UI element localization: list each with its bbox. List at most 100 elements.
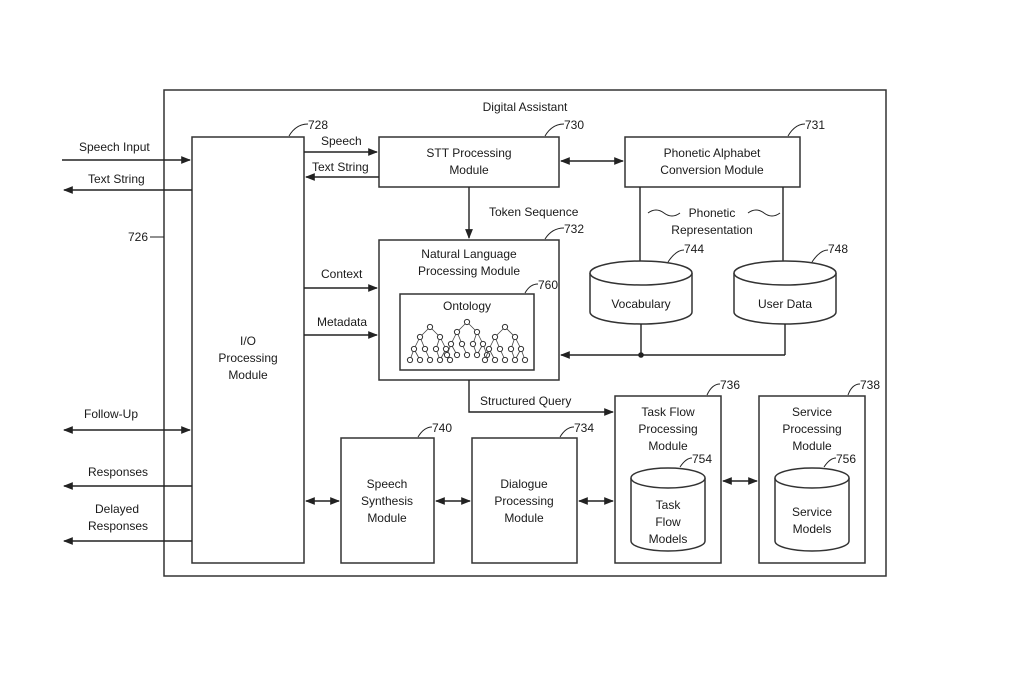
digital-assistant-frame (163, 89, 887, 577)
task-flow-models-label-3: Models (649, 532, 688, 546)
ontology-node (463, 318, 471, 326)
phonetic-module-ref: 731 (805, 118, 825, 132)
ontology-node (479, 340, 487, 348)
flow-speech-label: Speech (321, 134, 362, 148)
ontology-ref: 760 (538, 278, 558, 292)
dialogue-processing-module (471, 437, 578, 564)
service-module-label-2: Processing (782, 422, 841, 436)
flow-context-label: Context (321, 267, 363, 281)
vocabulary-ref: 744 (684, 242, 704, 256)
io-module-label-2: Processing (218, 351, 277, 365)
ontology-node (416, 333, 424, 341)
ontology-node (481, 356, 489, 364)
responses-label: Responses (88, 465, 148, 479)
stt-module-ref: 730 (564, 118, 584, 132)
ontology-node (458, 340, 466, 348)
ontology-node (442, 345, 450, 353)
service-module-ref: 738 (860, 378, 880, 392)
flow-text-string-label: Text String (312, 160, 369, 174)
ontology-node (496, 345, 504, 353)
io-module-label-1: I/O (240, 334, 256, 348)
service-models-label-1: Service (792, 505, 832, 519)
service-models-label-2: Models (793, 522, 832, 536)
task-flow-models-label-1: Task (656, 498, 682, 512)
ontology-graph (406, 318, 529, 364)
ontology-node (432, 345, 440, 353)
task-flow-models-database (630, 467, 706, 552)
stt-module-label-1: STT Processing (426, 146, 511, 160)
delayed-responses-label-1: Delayed (95, 502, 139, 516)
service-models-ref: 756 (836, 452, 856, 466)
bus-junction-dot (638, 352, 644, 358)
ontology-node (469, 340, 477, 348)
speech-synthesis-label-2: Synthesis (361, 494, 413, 508)
vocabulary-label: Vocabulary (611, 297, 670, 311)
io-processing-module (191, 136, 305, 564)
ontology-node (501, 323, 509, 331)
stt-module-ref-leader (544, 123, 565, 137)
speech-synthesis-ref-leader (417, 426, 433, 438)
diagram-title: Digital Assistant (483, 100, 568, 114)
ontology-node (443, 351, 451, 359)
service-module-ref-leader (847, 383, 861, 396)
ontology-label: Ontology (443, 299, 491, 313)
vocabulary-database (589, 260, 693, 325)
ontology-node (421, 345, 429, 353)
ontology-node (491, 356, 499, 364)
io-module-ref-leader (288, 123, 309, 137)
ontology-node (511, 356, 519, 364)
flow-token-sequence-label: Token Sequence (489, 205, 579, 219)
structured-query-arrow (468, 380, 614, 416)
phonetic-squiggle-left (647, 209, 681, 217)
user-data-label: User Data (758, 297, 812, 311)
speech-synthesis-label-3: Module (367, 511, 407, 525)
task-flow-models-ref-leader (679, 457, 693, 468)
dialogue-label-1: Dialogue (500, 477, 548, 491)
user-data-ref-leader (811, 249, 829, 263)
speech-synthesis-module (340, 437, 435, 564)
phonetic-module-label-1: Phonetic Alphabet (664, 146, 761, 160)
ontology-node (485, 345, 493, 353)
ontology-node (473, 351, 481, 359)
dialogue-ref: 734 (574, 421, 594, 435)
service-module-label-1: Service (792, 405, 832, 419)
ontology-node (453, 351, 461, 359)
io-module-ref: 728 (308, 118, 328, 132)
user-data-database (733, 260, 837, 325)
phonetic-alphabet-conversion-module (624, 136, 801, 188)
ontology-node (501, 356, 509, 364)
ontology-ref-leader (524, 283, 539, 294)
speech-input-label: Speech Input (79, 140, 150, 154)
ontology-node (436, 356, 444, 364)
task-flow-module-ref: 736 (720, 378, 740, 392)
io-module-label-3: Module (228, 368, 268, 382)
flow-phonetic-label-1: Phonetic (689, 206, 736, 220)
ontology-node (473, 328, 481, 336)
task-flow-module-ref-leader (706, 383, 721, 396)
dialogue-label-2: Processing (494, 494, 553, 508)
nlp-module-label-1: Natural Language (421, 247, 517, 261)
ontology-node (491, 333, 499, 341)
ontology-node (410, 345, 418, 353)
phonetic-squiggle-right (747, 209, 781, 217)
flow-structured-query-label: Structured Query (480, 394, 571, 408)
ontology-node (416, 356, 424, 364)
vocabulary-ref-leader (667, 249, 685, 263)
user-data-ref: 748 (828, 242, 848, 256)
task-flow-module-label-3: Module (648, 439, 688, 453)
ontology-node (463, 351, 471, 359)
service-models-database (774, 467, 850, 552)
ref-726: 726 (128, 230, 148, 244)
nlp-module-label-2: Processing Module (418, 264, 520, 278)
ontology-node (426, 323, 434, 331)
task-flow-module-label-1: Task Flow (641, 405, 695, 419)
ontology-node (517, 345, 525, 353)
ontology-node (453, 328, 461, 336)
ontology-node (406, 356, 414, 364)
ontology-node (511, 333, 519, 341)
stt-module-label-2: Module (449, 163, 489, 177)
ontology-node (507, 345, 515, 353)
text-string-out-label: Text String (88, 172, 145, 186)
service-models-ref-leader (823, 457, 837, 468)
